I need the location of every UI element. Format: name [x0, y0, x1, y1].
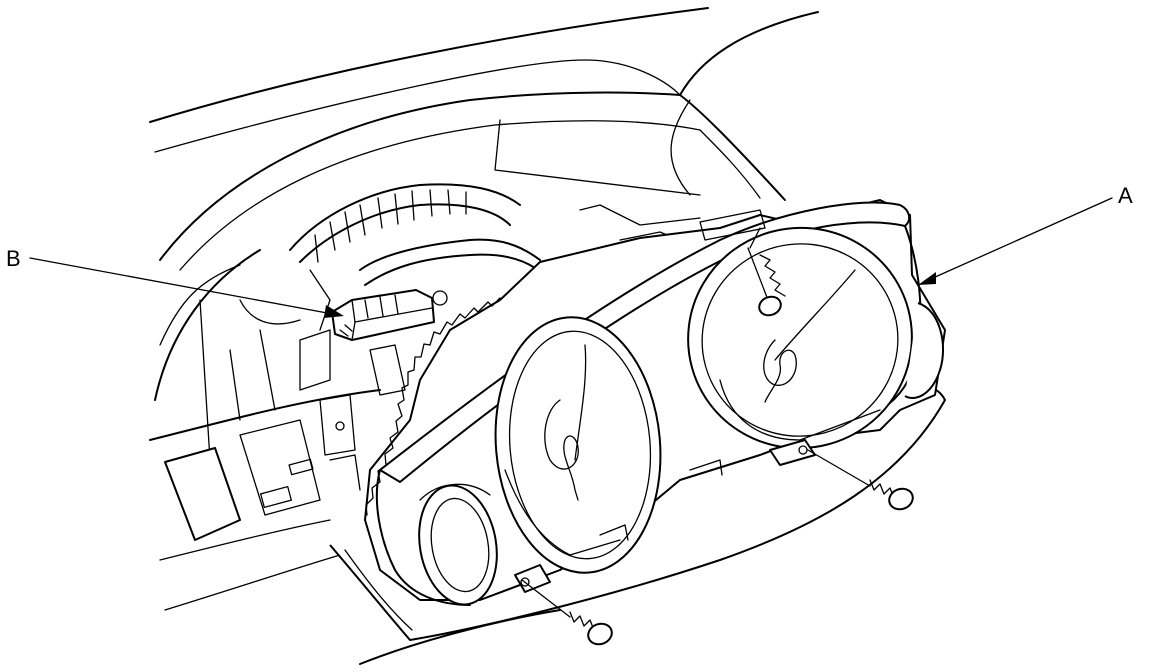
wire-harness — [229, 183, 701, 491]
callout-label-a: A — [1118, 183, 1133, 208]
dashboard-outline — [149, 7, 819, 665]
instrument-cluster — [364, 199, 946, 606]
cluster-connector — [331, 289, 435, 341]
leader-line-a — [918, 197, 1113, 285]
lower-left-bracket — [164, 419, 321, 541]
leader-line-b — [29, 257, 344, 318]
screw-icon — [807, 449, 914, 511]
callout-label-b: B — [6, 246, 21, 271]
screw-icon — [521, 579, 613, 646]
screw-icon — [747, 227, 786, 317]
